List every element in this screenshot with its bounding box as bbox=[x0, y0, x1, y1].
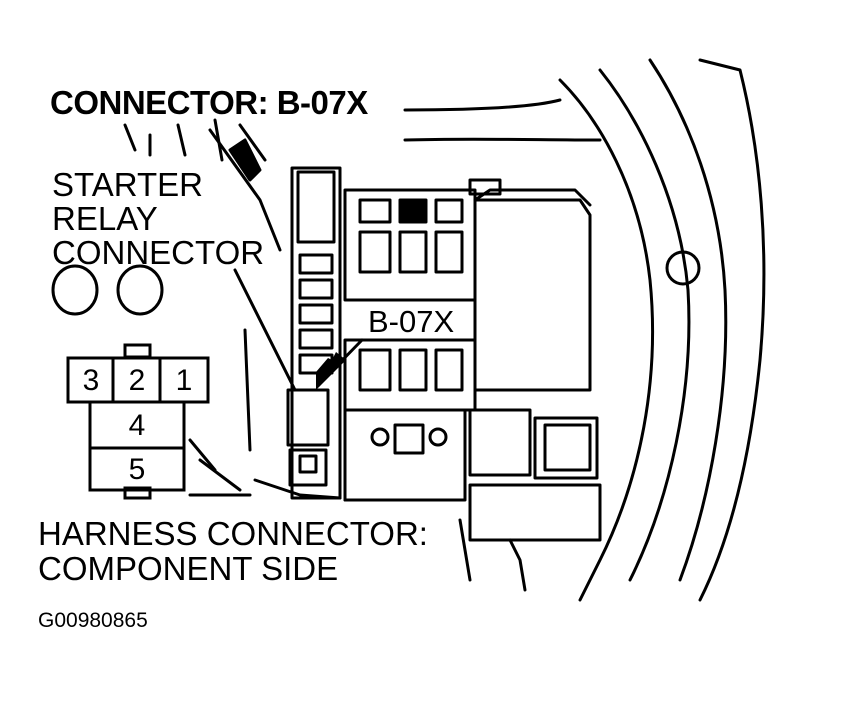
starter-label-line-3: CONNECTOR bbox=[52, 234, 265, 271]
pin-4-label: 4 bbox=[128, 409, 146, 442]
connector-title: CONNECTOR: B-07X bbox=[50, 84, 368, 121]
harness-label-line-1: HARNESS CONNECTOR: bbox=[38, 515, 428, 552]
pin-5-label: 5 bbox=[128, 453, 146, 486]
starter-label-line-1: STARTER bbox=[52, 166, 203, 203]
harness-label-line-2: COMPONENT SIDE bbox=[38, 550, 339, 587]
pin-2-label: 2 bbox=[128, 364, 146, 397]
pin-3-label: 3 bbox=[82, 364, 100, 397]
connector-reference-label: B-07X bbox=[368, 304, 455, 339]
starter-label-line-2: RELAY bbox=[52, 200, 158, 237]
pin-1-label: 1 bbox=[175, 364, 193, 397]
figure-id: G00980865 bbox=[38, 609, 148, 632]
